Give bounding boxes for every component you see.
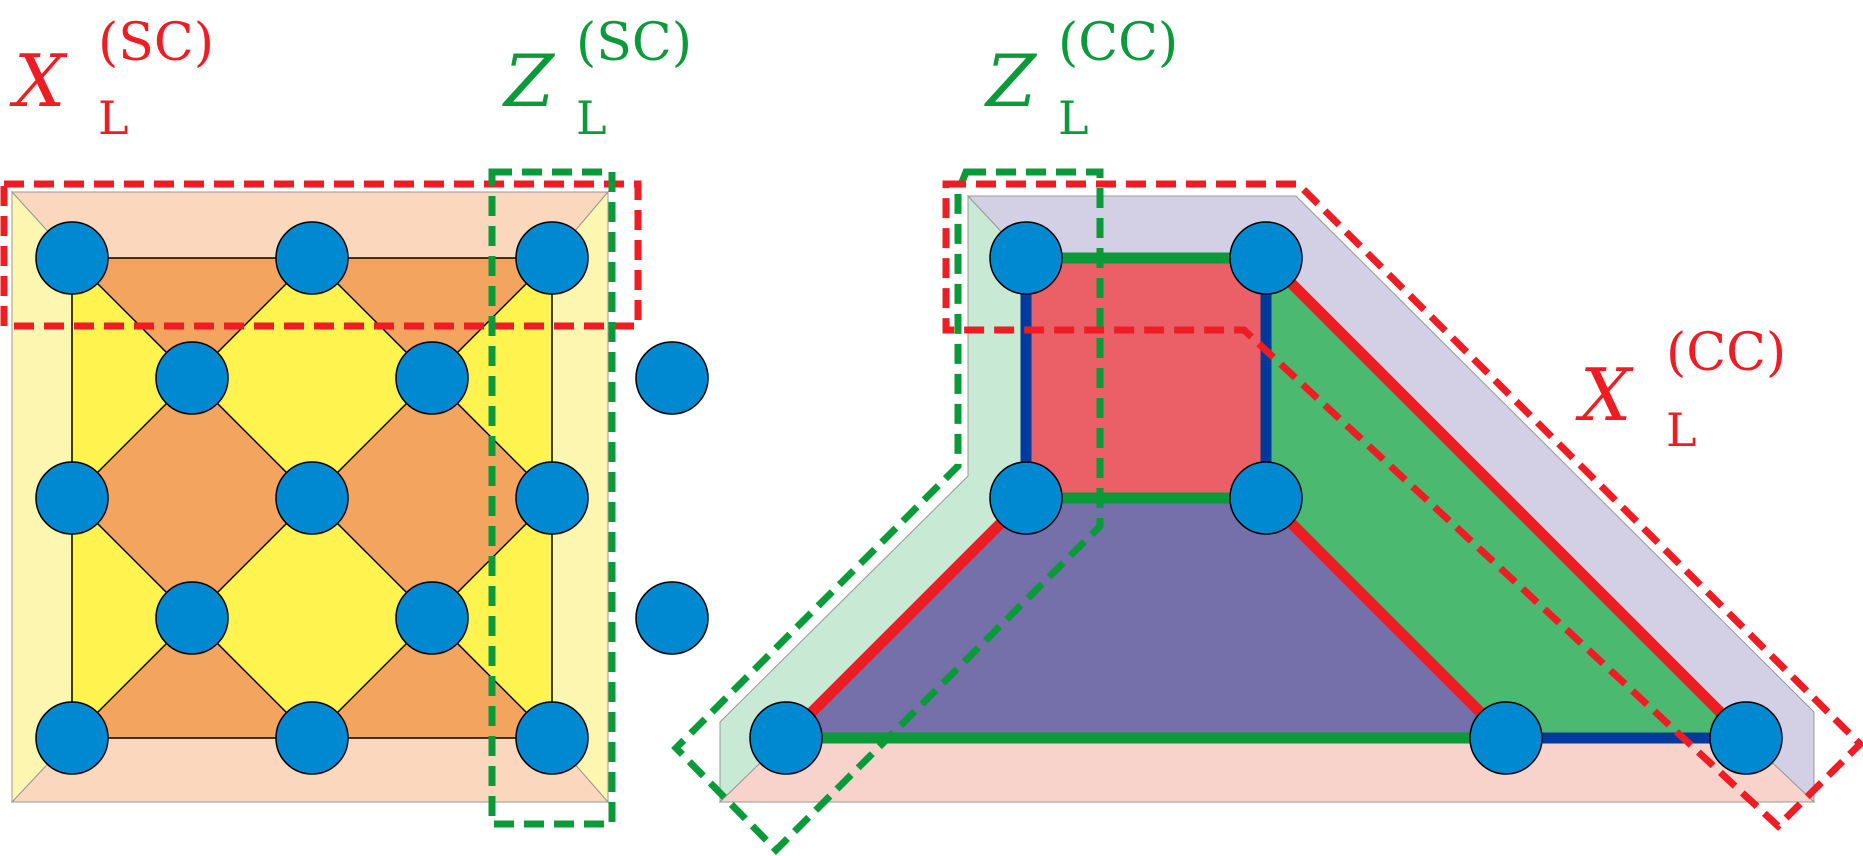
label-z-cc-sub: L — [1058, 91, 1089, 145]
label-z-cc-main: Z — [984, 39, 1038, 123]
sc-qubit — [275, 701, 349, 775]
sc-qubit — [395, 341, 469, 415]
label-x-cc-main: X — [1575, 353, 1634, 437]
cc-qubit — [989, 221, 1063, 295]
sc-qubit — [515, 701, 589, 775]
sc-qubit — [35, 701, 109, 775]
sc-qubit — [155, 341, 229, 415]
ancilla-qubits — [635, 341, 709, 655]
cc-blue-edges — [1020, 258, 1746, 744]
standalone-qubit — [635, 581, 709, 655]
sc-qubit — [275, 461, 349, 535]
standalone-qubit — [635, 341, 709, 415]
cc-green-edges — [786, 252, 1506, 744]
cc-logical-x-outline — [942, 180, 1863, 831]
color-code-panel — [671, 168, 1863, 855]
sc-qubit — [35, 221, 109, 295]
cc-qubit — [1469, 701, 1543, 775]
sc-logical-x-box — [0, 180, 642, 330]
sc-logical-z-box — [488, 168, 616, 828]
cc-red-edges — [782, 254, 1750, 742]
cc-logical-z-outline — [671, 168, 1104, 855]
surface-code-panel — [0, 168, 642, 828]
cc-qubit — [1709, 701, 1783, 775]
label-x-sc-main: X — [9, 39, 68, 123]
cc-red-face — [1026, 258, 1266, 498]
label-x-sc-sub: L — [98, 91, 129, 145]
label-z-cc-sup: (CC) — [1058, 13, 1178, 73]
sc-qubit — [275, 221, 349, 295]
label-z-sc: Z L (SC) — [502, 13, 692, 145]
label-x-cc-sup: (CC) — [1666, 323, 1786, 383]
label-z-sc-sub: L — [576, 91, 607, 145]
cc-bottom-boundary — [718, 737, 1816, 803]
label-z-cc: Z L (CC) — [984, 13, 1178, 145]
label-z-sc-main: Z — [502, 39, 556, 123]
sc-qubit — [155, 581, 229, 655]
cc-qubit — [1229, 221, 1303, 295]
sc-qubit — [35, 461, 109, 535]
label-x-sc-sup: (SC) — [98, 13, 214, 73]
label-x-cc-sub: L — [1666, 403, 1697, 457]
sc-qubit — [395, 581, 469, 655]
sc-qubit — [515, 461, 589, 535]
label-x-cc: X L (CC) — [1575, 323, 1786, 457]
sc-qubit — [515, 221, 589, 295]
cc-qubit — [989, 461, 1063, 535]
cc-qubit — [1229, 461, 1303, 535]
sc-qubits — [35, 221, 589, 775]
label-x-sc: X L (SC) — [9, 13, 214, 145]
label-z-sc-sup: (SC) — [576, 13, 692, 73]
cc-qubits — [749, 221, 1783, 775]
cc-qubit — [749, 701, 823, 775]
